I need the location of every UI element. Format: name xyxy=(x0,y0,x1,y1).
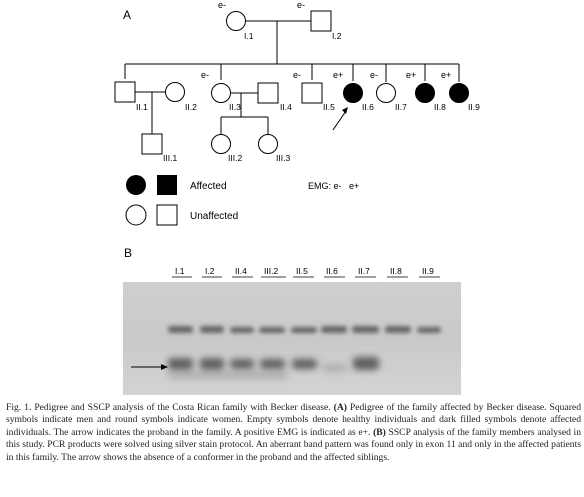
lane-label-5: II.5 xyxy=(296,266,308,276)
lane-label-4: III.2 xyxy=(264,266,278,276)
id-I1: I.1 xyxy=(244,31,254,41)
individual-II1-symbol xyxy=(114,81,136,103)
lane-label-7: II.7 xyxy=(358,266,370,276)
lane-label-1: I.1 xyxy=(175,266,185,276)
emg-II7: e- xyxy=(370,70,378,80)
individual-I2-symbol xyxy=(310,10,332,32)
individual-II6-symbol xyxy=(343,83,363,103)
caption-a-text: Pedigree of the family affected by Becke… xyxy=(6,402,581,438)
legend-emg-label: EMG: e- e+ xyxy=(308,181,359,191)
individual-I1-symbol xyxy=(226,11,246,31)
individual-II3-symbol xyxy=(211,83,231,103)
individual-III1-symbol xyxy=(141,133,163,155)
id-I2: I.2 xyxy=(332,31,342,41)
emg-II5: e- xyxy=(293,70,301,80)
emg-II3: e- xyxy=(201,70,209,80)
figure-caption: Fig. 1. Pedigree and SSCP analysis of th… xyxy=(6,402,581,464)
id-II8: II.8 xyxy=(434,102,446,112)
id-III1: III.1 xyxy=(163,153,177,163)
legend-affected-circle xyxy=(126,175,146,195)
legend-unaffected-label: Unaffected xyxy=(190,211,238,222)
caption-a-label: (A) xyxy=(333,402,347,413)
legend-affected-square xyxy=(157,175,177,195)
legend-unaffected-square xyxy=(156,204,178,226)
individual-III2-symbol xyxy=(211,134,231,154)
lane-label-8: II.8 xyxy=(390,266,402,276)
id-II4: II.4 xyxy=(280,102,292,112)
emg-I2: e- xyxy=(297,0,305,10)
individual-II2-symbol xyxy=(165,82,185,102)
legend: Affected Unaffected EMG: e- e+ xyxy=(125,175,359,226)
figure-canvas: A e xyxy=(114,0,480,395)
individual-II4-symbol xyxy=(257,82,279,104)
id-II6: II.6 xyxy=(362,102,374,112)
id-II2: II.2 xyxy=(185,102,197,112)
individual-III3-symbol xyxy=(258,134,278,154)
id-II3: II.3 xyxy=(229,102,241,112)
emg-II6: e+ xyxy=(333,70,343,80)
individual-II5-symbol xyxy=(301,82,323,104)
emg-II8: e+ xyxy=(406,70,416,80)
pedigree-lines xyxy=(124,20,460,135)
individual-II9-symbol xyxy=(449,83,469,103)
panel-b-label: B xyxy=(124,246,132,260)
conformer-arrow xyxy=(131,364,168,370)
id-II5: II.5 xyxy=(323,102,335,112)
caption-prefix: Fig. 1. Pedigree and SSCP analysis of th… xyxy=(6,402,334,413)
legend-unaffected-circle xyxy=(125,204,147,226)
id-II9: II.9 xyxy=(468,102,480,112)
panel-a-label: A xyxy=(123,8,131,22)
lane-label-3: II.4 xyxy=(235,266,247,276)
sscp-gel xyxy=(123,282,461,395)
id-III3: III.3 xyxy=(276,153,290,163)
lane-label-2: I.2 xyxy=(205,266,215,276)
caption-b-label: (B) xyxy=(373,426,386,438)
id-III2: III.2 xyxy=(228,153,242,163)
individual-II8-symbol xyxy=(415,83,435,103)
emg-II9: e+ xyxy=(441,70,451,80)
id-II7: II.7 xyxy=(395,102,407,112)
lane-label-6: II.6 xyxy=(326,266,338,276)
lane-label-9: II.9 xyxy=(422,266,434,276)
caption-b-text: SSCP analysis of the family members anal… xyxy=(6,426,581,463)
individual-II7-symbol xyxy=(376,83,396,103)
emg-I1: e- xyxy=(218,0,226,10)
id-II1: II.1 xyxy=(136,102,148,112)
proband-arrow xyxy=(332,107,348,131)
legend-affected-label: Affected xyxy=(190,181,227,192)
